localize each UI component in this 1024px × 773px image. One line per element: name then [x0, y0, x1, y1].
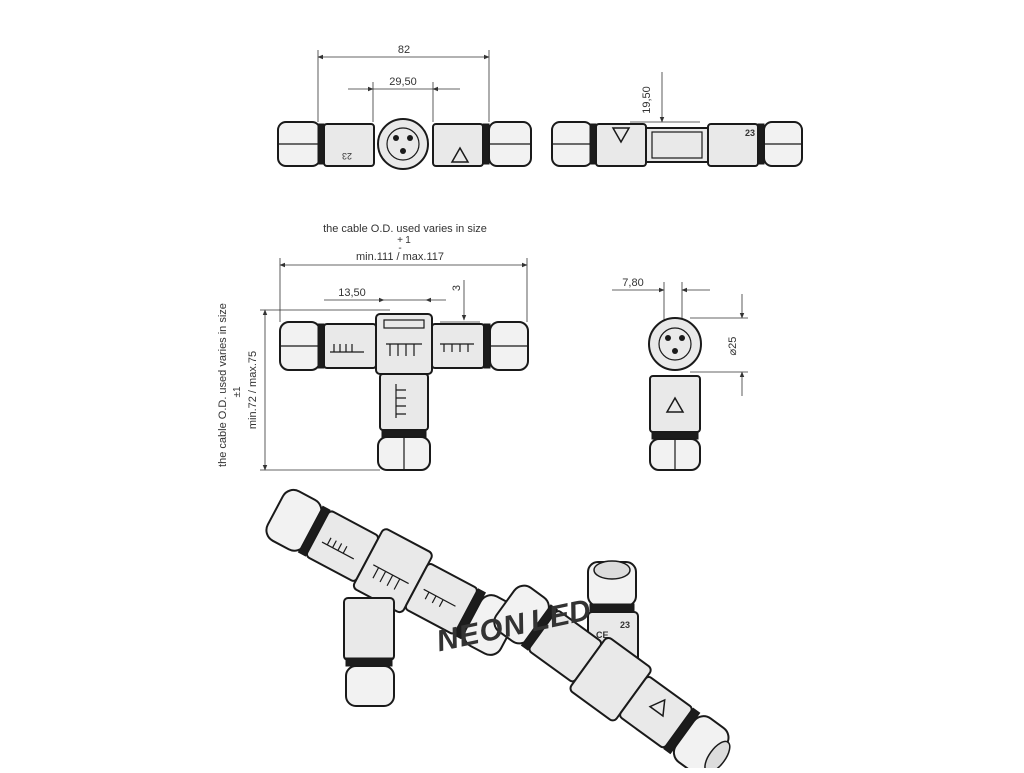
- ce-mark: CE: [596, 630, 609, 640]
- tol-vertical: ±1: [232, 386, 243, 397]
- warning-icon-end: [665, 396, 685, 413]
- tolerance-note-horizontal: the cable O.D. used varies in size: [323, 223, 487, 235]
- marking-23-iso: 23: [620, 620, 630, 630]
- marking-23-side: 23: [745, 128, 755, 138]
- range-vertical-label: min.72 / max.75: [247, 351, 259, 429]
- dim-13-50-label: 13,50: [338, 287, 366, 299]
- dim-diameter-label: ⌀25: [727, 337, 739, 356]
- dim-29-50-label: 29,50: [389, 76, 417, 88]
- dim-19-50-label: 19,50: [641, 86, 653, 114]
- iso-view-right: 23 CE: [493, 560, 731, 773]
- tolerance-note-vertical: the cable O.D. used varies in size: [217, 303, 229, 467]
- front-t-view: the cable O.D. used varies in size + 1 -…: [217, 223, 529, 471]
- end-view: 7,80 ⌀25: [612, 277, 748, 471]
- warning-icon-side: [611, 127, 631, 144]
- tol-plus-horizontal: +: [397, 235, 403, 246]
- warning-icon: [450, 146, 470, 163]
- tol-one-horizontal: 1: [405, 235, 411, 246]
- iso-view-left: [265, 488, 519, 707]
- side-view: 19,50 23: [551, 72, 803, 167]
- dim-7-80-label: 7,80: [622, 277, 643, 289]
- top-view: 82 29,50 23: [277, 44, 532, 170]
- dim-3-label: 3: [451, 285, 463, 291]
- range-horizontal-label: min.111 / max.117: [356, 251, 444, 263]
- marking-23-left: 23: [342, 151, 352, 161]
- dim-82-label: 82: [398, 44, 410, 56]
- tol-minus-horizontal: -: [398, 243, 401, 254]
